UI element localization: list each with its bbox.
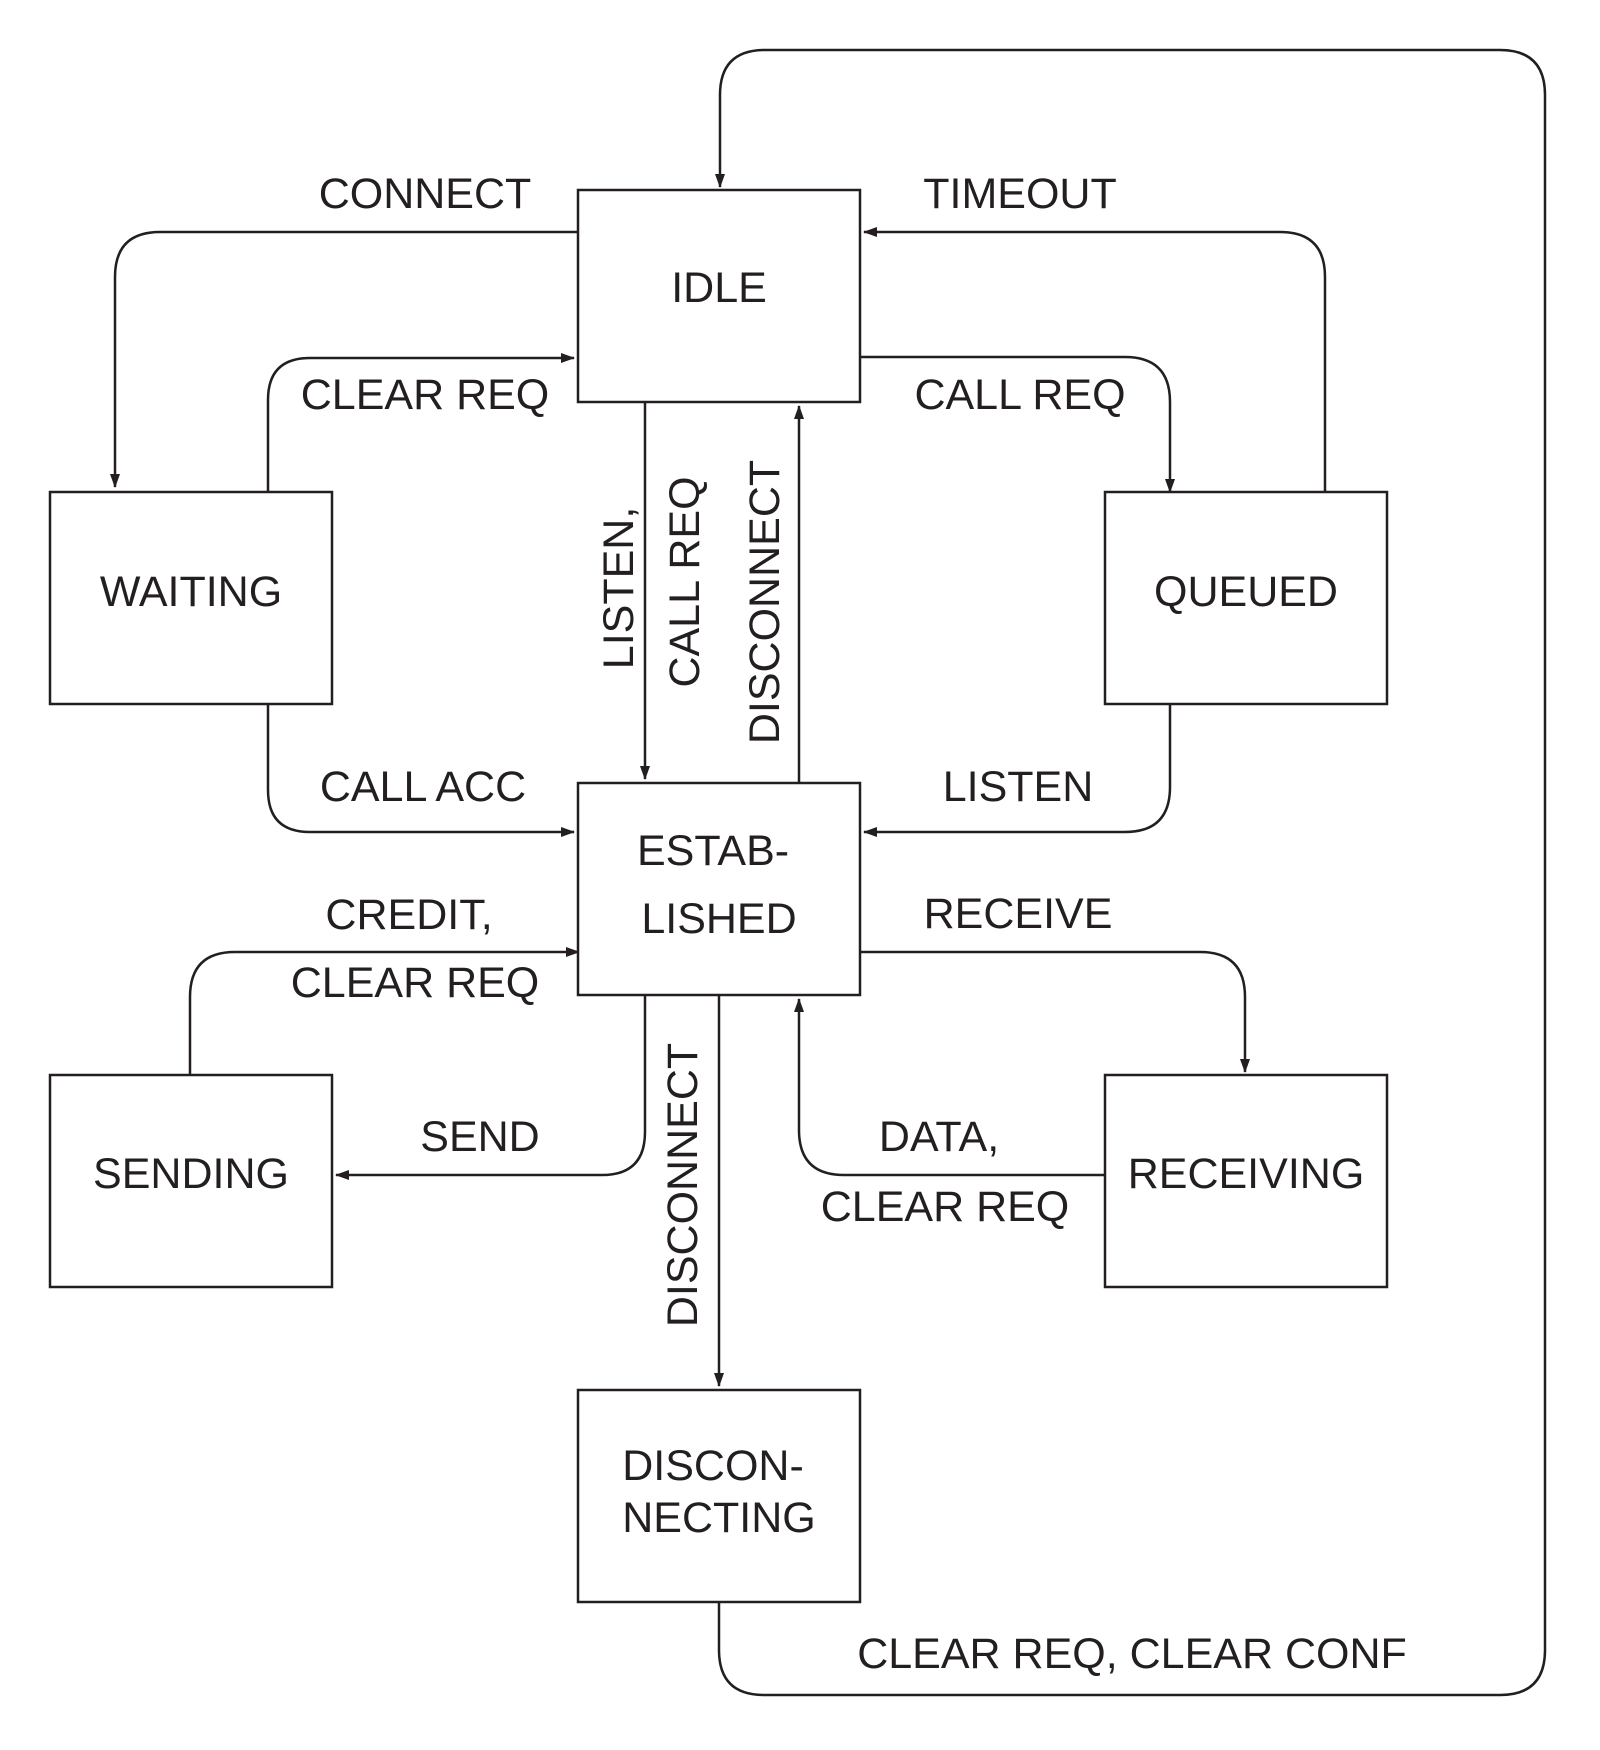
label-call-acc: CALL ACC <box>320 763 526 811</box>
edge-idle-to-established: LISTEN, CALL REQ <box>595 402 709 780</box>
state-established: ESTAB- LISHED <box>576 781 862 997</box>
edge-queued-to-established: LISTEN <box>863 704 1172 837</box>
state-receiving-label: RECEIVING <box>1128 1150 1365 1198</box>
edge-established-to-receiving: RECEIVE <box>860 890 1250 1073</box>
state-waiting-label: WAITING <box>100 568 282 616</box>
label-clear-req-waiting: CLEAR REQ <box>301 371 550 419</box>
label-timeout: TIMEOUT <box>923 170 1116 218</box>
state-sending-label: SENDING <box>93 1150 289 1198</box>
state-disconnecting-label: DISCON- NECTING <box>622 1442 816 1542</box>
label-listen-queued: LISTEN <box>943 763 1094 811</box>
edge-idle-to-waiting: CONNECT <box>110 170 578 488</box>
edge-waiting-to-idle: CLEAR REQ <box>266 353 575 492</box>
label-send: SEND <box>420 1113 539 1161</box>
label-disconnect-down: DISCONNECT <box>659 1043 707 1327</box>
edge-waiting-to-established: CALL ACC <box>266 704 575 837</box>
state-waiting: WAITING <box>48 490 334 706</box>
state-idle: IDLE <box>576 188 862 404</box>
label-credit-clear-req: CREDIT, CLEAR REQ <box>291 891 540 1007</box>
state-established-label: ESTAB- LISHED <box>637 827 801 943</box>
edge-established-to-disconnecting: DISCONNECT <box>659 995 724 1387</box>
edge-queued-to-idle: TIMEOUT <box>863 170 1327 492</box>
edge-receiving-to-established: DATA, CLEAR REQ <box>794 998 1105 1231</box>
state-queued: QUEUED <box>1103 490 1389 706</box>
label-data-clear-req: DATA, CLEAR REQ <box>821 1113 1070 1231</box>
state-idle-label: IDLE <box>671 264 767 312</box>
label-connect: CONNECT <box>319 170 532 218</box>
label-receive: RECEIVE <box>924 890 1113 938</box>
edge-sending-to-established: CREDIT, CLEAR REQ <box>188 891 580 1075</box>
edge-disconnecting-to-idle: CLEAR REQ, CLEAR CONF <box>715 48 1547 1697</box>
edge-idle-to-queued: CALL REQ <box>860 355 1175 493</box>
label-call-req-queued: CALL REQ <box>914 371 1125 419</box>
edge-established-to-idle: DISCONNECT <box>741 405 804 784</box>
state-disconnecting: DISCON- NECTING <box>576 1388 862 1604</box>
label-disconnect-up: DISCONNECT <box>741 460 789 744</box>
label-clear-req-clear-conf: CLEAR REQ, CLEAR CONF <box>857 1630 1407 1678</box>
state-receiving: RECEIVING <box>1103 1073 1389 1289</box>
edge-established-to-sending: SEND <box>335 995 647 1180</box>
state-queued-label: QUEUED <box>1154 568 1338 616</box>
state-sending: SENDING <box>48 1073 334 1289</box>
label-listen-call-req: LISTEN, CALL REQ <box>595 476 709 687</box>
